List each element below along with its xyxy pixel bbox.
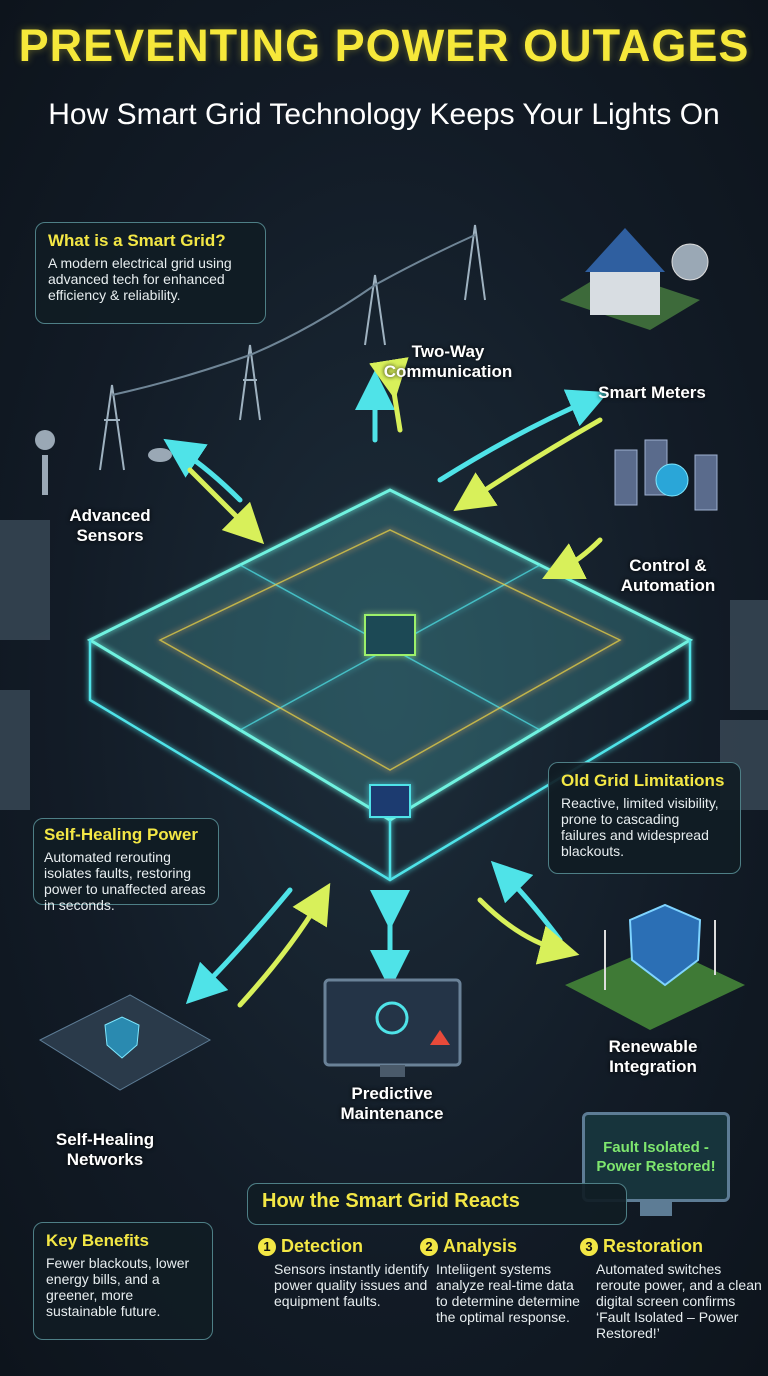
- step-text: Inteliigent systems analyze real-time da…: [436, 1261, 580, 1325]
- label-renewable-integration: Renewable Integration: [608, 1037, 698, 1076]
- box-title: Old Grid Limitations: [561, 771, 725, 790]
- label-predictive-maintenance: Predictive Maintenance: [340, 1084, 444, 1123]
- sensor-icons: [35, 430, 172, 495]
- label-self-healing-networks: Self-Healing Networks: [55, 1130, 155, 1169]
- server-racks-icon: [614, 439, 718, 511]
- step-text: Automated switches reroute power, and a …: [596, 1261, 762, 1341]
- box-text: Reactive, limited visibility, prone to c…: [561, 795, 719, 859]
- transmission-towers: [99, 224, 486, 471]
- smart-grid-definition-box: What is a Smart Grid? A modern electrica…: [35, 222, 266, 324]
- box-text: Automated rerouting isolates faults, res…: [44, 849, 206, 913]
- flow-arrows: [163, 357, 609, 1008]
- step-analysis: 2 Analysis Inteliigent systems analyze re…: [420, 1236, 580, 1325]
- box-title: Self-Healing Power: [44, 825, 198, 844]
- central-chip: [364, 614, 416, 656]
- step-title: Detection: [281, 1236, 364, 1256]
- step-number-badge: 1: [258, 1237, 276, 1256]
- screen-text: Fault Isolated - Power Restored!: [596, 1139, 716, 1175]
- box-title: Key Benefits: [46, 1231, 149, 1250]
- grid-platform: [86, 488, 694, 882]
- self-healing-network-icon: [38, 994, 212, 1091]
- maintenance-monitor-icon: [323, 978, 462, 1077]
- step-title: Restoration: [603, 1236, 704, 1256]
- step-number-badge: 3: [580, 1237, 598, 1256]
- renewable-icon: [565, 903, 745, 1030]
- label-smart-meters: Smart Meters: [598, 383, 706, 402]
- box-text: Fewer blackouts, lower energy bills, and…: [46, 1255, 190, 1319]
- reacts-title: How the Smart Grid Reacts: [262, 1190, 520, 1212]
- step-number-badge: 2: [420, 1237, 438, 1256]
- step-title: Analysis: [443, 1236, 518, 1256]
- box-title: What is a Smart Grid?: [48, 231, 226, 250]
- step-detection: 1 Detection Sensors instantly identify po…: [258, 1236, 433, 1309]
- old-grid-limitations-box: Old Grid Limitations Reactive, limited v…: [548, 762, 741, 874]
- box-text: A modern electrical grid using advanced …: [48, 255, 232, 303]
- self-healing-power-box: Self-Healing Power Automated rerouting i…: [33, 818, 219, 913]
- label-advanced-sensors: Advanced Sensors: [69, 506, 151, 545]
- step-text: Sensors instantly identify power quality…: [274, 1261, 429, 1309]
- smart-house-icon: [560, 228, 709, 330]
- key-benefits-box: Key Benefits Fewer blackouts, lower ener…: [33, 1222, 213, 1340]
- label-control-automation: Control & Automation: [620, 556, 716, 595]
- page-title: PREVENTING POWER OUTAGES: [18, 20, 750, 71]
- step-restoration: 3 Restoration Automated switches reroute …: [580, 1236, 765, 1341]
- reacts-header-box: How the Smart Grid Reacts: [247, 1183, 627, 1225]
- fault-isolated-screen: Fault Isolated - Power Restored!: [582, 1112, 730, 1202]
- monitor-stand: [640, 1202, 672, 1216]
- page-subtitle: How Smart Grid Technology Keeps Your Lig…: [48, 98, 720, 131]
- label-two-way-communication: Two-Way Communication: [383, 342, 513, 381]
